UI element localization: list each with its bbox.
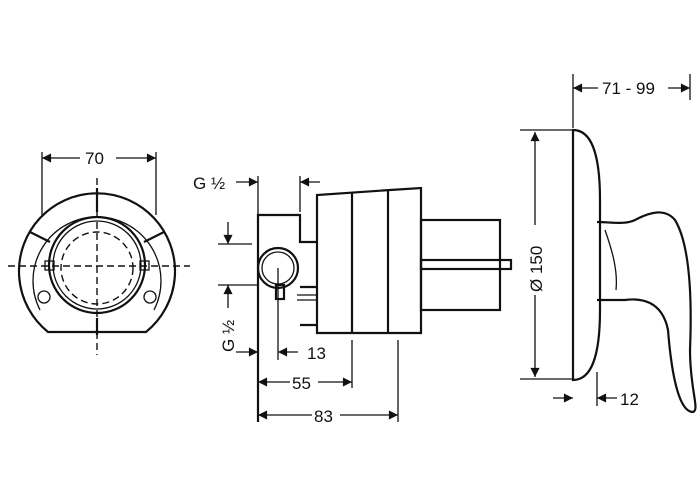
dim-13: 13 xyxy=(307,344,326,363)
dim-71-99: 71 - 99 xyxy=(602,79,655,98)
inlet-top-label: G ½ xyxy=(193,174,225,193)
dim-83: 83 xyxy=(314,407,333,426)
inlet-side-label: G ½ xyxy=(219,320,238,352)
dim-diameter-150: Ø 150 xyxy=(527,246,546,292)
front-view: 70 xyxy=(8,149,190,355)
dim-12: 12 xyxy=(620,390,639,409)
dim-55: 55 xyxy=(292,374,311,393)
dim-70: 70 xyxy=(85,149,104,168)
side-view: G ½ G ½ 13 55 83 xyxy=(193,174,513,426)
trim-view: 71 - 99 Ø 150 12 xyxy=(520,74,697,414)
